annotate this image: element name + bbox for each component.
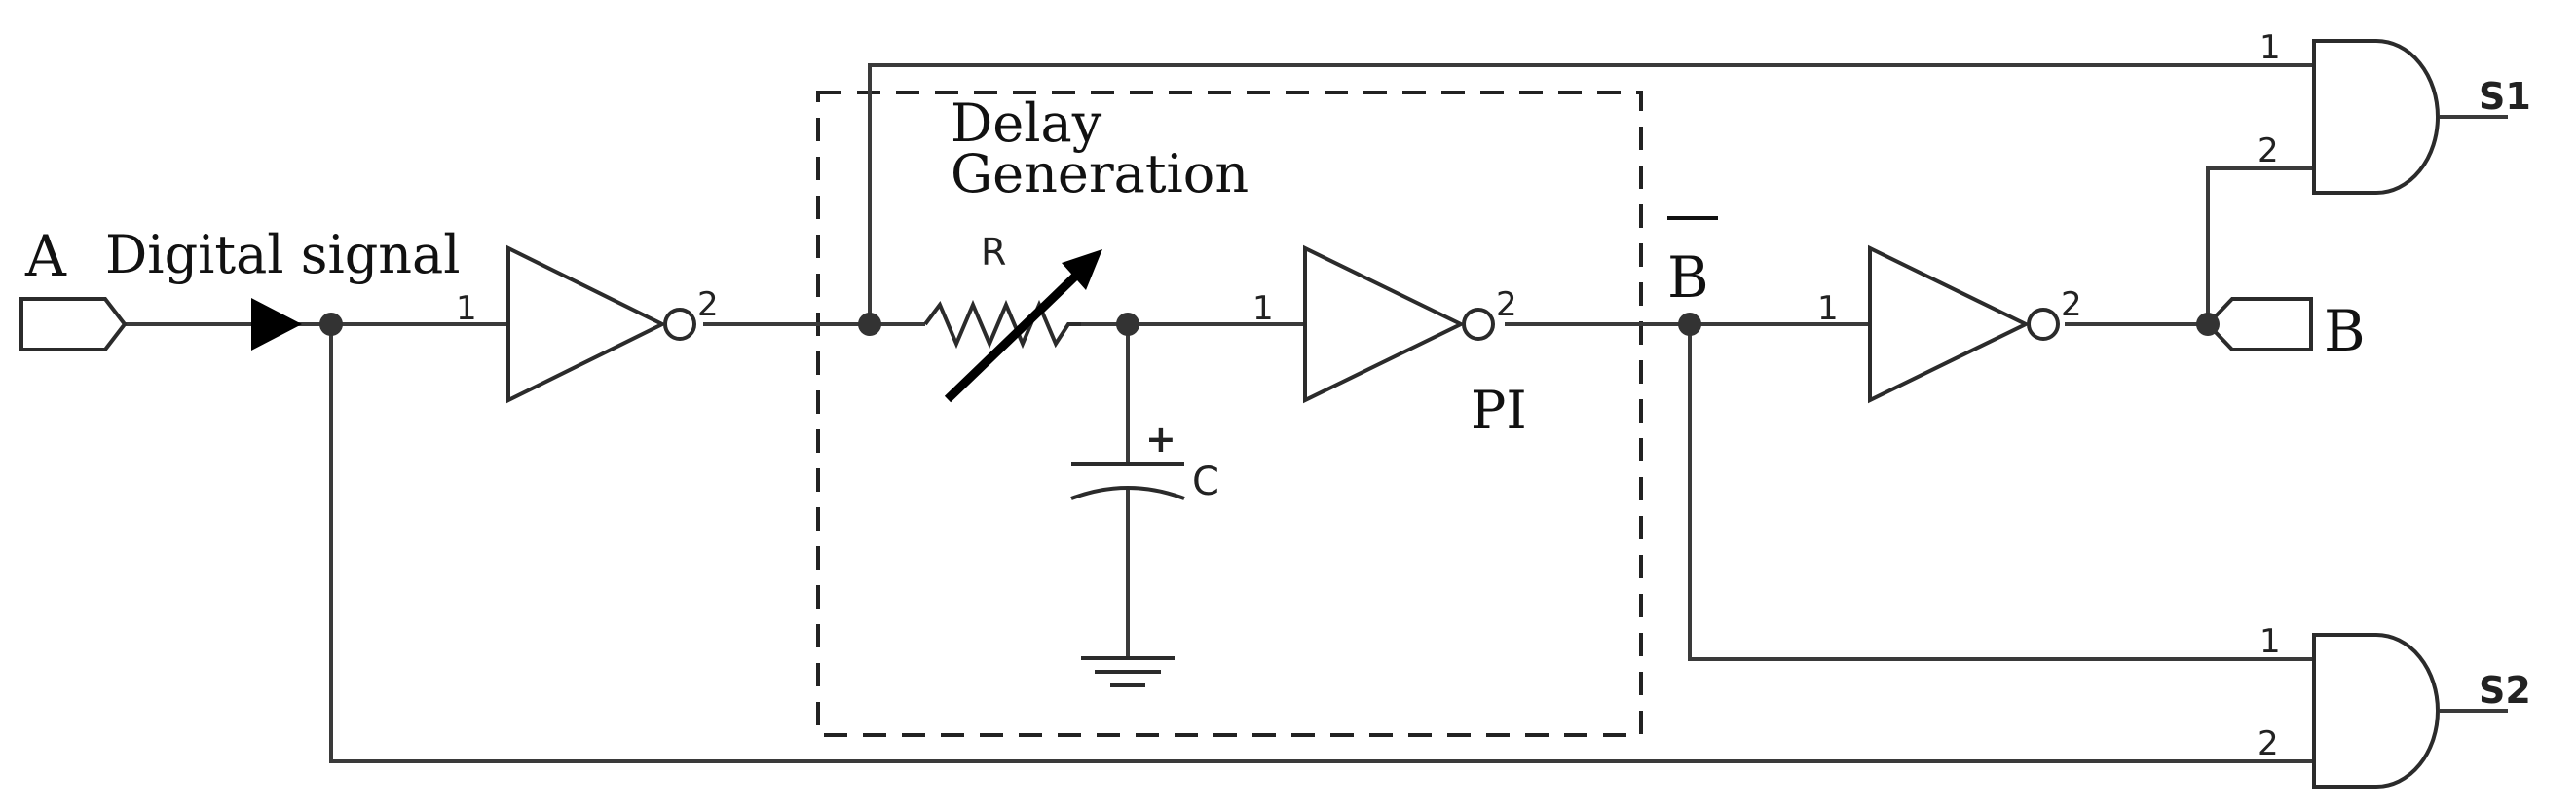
pin-label: 2 <box>697 285 719 324</box>
junction-dots <box>319 313 2220 336</box>
pin-label: 2 <box>2258 724 2279 763</box>
resistor-label: R <box>981 231 1006 274</box>
input-port-a <box>19 297 128 351</box>
variable-resistor <box>923 249 1102 403</box>
pin-label: 1 <box>1252 289 1274 328</box>
pin-label: 1 <box>2259 28 2281 67</box>
pin-label: 1 <box>1817 289 1839 328</box>
delay-generation-block <box>816 91 1643 737</box>
pin-label: 1 <box>456 289 477 328</box>
capacitor <box>1070 462 1185 500</box>
input-caption: Digital signal <box>105 224 461 285</box>
inverter-1 <box>506 244 696 404</box>
gate-s1-label: S1 <box>2479 75 2531 118</box>
pin-label: 2 <box>2061 285 2082 324</box>
output-port-label: B <box>2324 298 2366 364</box>
input-port-label: A <box>24 223 67 289</box>
capacitor-label: C <box>1192 460 1219 504</box>
delay-block-title-line1: Delay <box>951 92 1102 154</box>
pin-label: 2 <box>1496 285 1517 324</box>
ground-icon <box>1081 656 1175 687</box>
b-bar-label: B <box>1667 244 1709 311</box>
and-gate-s1 <box>2312 39 2440 195</box>
pin-numbers: 1 2 1 2 1 2 1 2 1 2 <box>456 28 2281 763</box>
delay-block-title-line2: Generation <box>951 143 1249 204</box>
inverter-pi <box>1303 244 1495 404</box>
inverter-pi-label: PI <box>1471 380 1527 441</box>
output-port-b <box>2205 297 2313 351</box>
and-gate-s2 <box>2312 633 2440 789</box>
wires <box>125 63 2508 763</box>
signal-arrow-icon <box>251 298 302 351</box>
capacitor-polarity: + <box>1145 418 1176 461</box>
inverter-3 <box>1868 244 2060 404</box>
pin-label: 2 <box>2258 131 2279 170</box>
gate-s2-label: S2 <box>2479 669 2531 712</box>
arrow-icon <box>1062 249 1102 290</box>
pin-label: 1 <box>2259 622 2281 661</box>
